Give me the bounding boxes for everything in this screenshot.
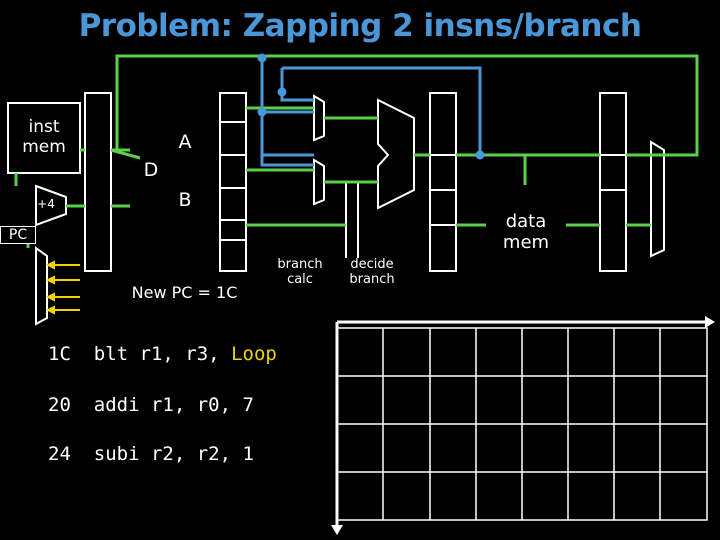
branch-calc-label: branch calc: [268, 257, 332, 288]
writeback-mux: [650, 140, 665, 258]
reg-a-label: A: [178, 131, 192, 153]
inst-mem-label: inst mem: [22, 117, 66, 157]
pipeline-register-ex-mem: [429, 92, 457, 272]
code-addr: 1C: [48, 343, 71, 365]
code-line: 24 subi r2, r2, 1: [48, 443, 254, 465]
code-text: subi r2, r2, 1: [93, 443, 254, 465]
forward-mux-a: [313, 94, 325, 142]
data-mem-label: data mem: [486, 211, 566, 254]
reg-d-label: D: [143, 159, 159, 181]
code-text: blt r1, r3,: [93, 343, 232, 365]
new-pc-label: New PC = 1C: [131, 283, 238, 302]
decide-branch-label: decide branch: [340, 257, 404, 288]
branch-calc-box: [345, 181, 359, 267]
plus4-adder: [35, 184, 67, 227]
code-line: 1C blt r1, r3, Loop: [48, 343, 277, 365]
slide-title: Problem: Zapping 2 insns/branch: [78, 8, 642, 44]
plus4-label: +4: [37, 197, 55, 211]
inst-mem-box: [7, 102, 81, 174]
reg-b-label: B: [178, 189, 192, 211]
code-line: 20 addi r1, r0, 7: [48, 394, 254, 416]
pipeline-register-mem-wb: [599, 92, 627, 272]
forward-mux-b: [313, 158, 325, 206]
timing-grid: [336, 327, 708, 521]
code-addr: 20: [48, 394, 71, 416]
pc-label: PC: [0, 226, 36, 245]
code-label: Loop: [231, 343, 277, 365]
pc-mux: [35, 246, 48, 326]
code-addr: 24: [48, 443, 71, 465]
pipeline-register-if-id: [84, 92, 112, 272]
pipeline-register-id-ex: [219, 92, 247, 272]
code-text: addi r1, r0, 7: [93, 394, 254, 416]
alu: [377, 98, 415, 210]
